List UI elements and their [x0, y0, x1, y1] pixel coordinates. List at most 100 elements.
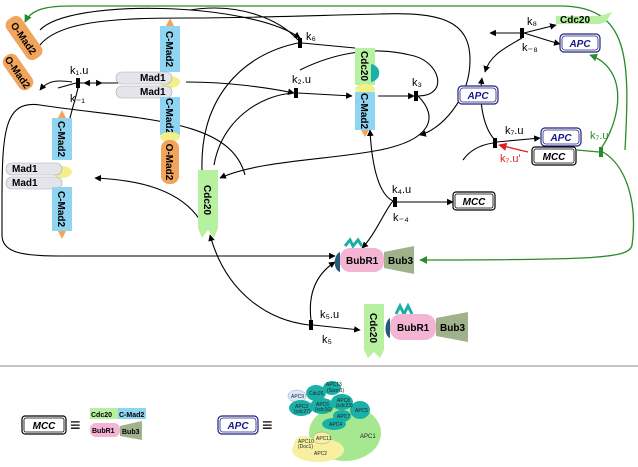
free-mcc-inner	[454, 193, 494, 209]
swm1-label: (Swm1)	[327, 388, 345, 394]
mcc-apc-apc-inner	[542, 129, 580, 145]
apc7-label: APC7	[337, 414, 350, 420]
rate-km8: k₋₈	[522, 42, 538, 54]
cmad2-top-tip	[58, 110, 66, 118]
mid-cmad2-bottom-label: C-Mad2	[163, 98, 174, 135]
node-k8	[520, 28, 524, 38]
apc1-label: APC1	[360, 434, 376, 440]
mid-cmad2-bottom-shape	[160, 97, 180, 135]
legend-mcc-bubr1: BubR1	[92, 428, 115, 435]
mid-omad2-label: O-Mad2	[163, 144, 174, 181]
rate-k2: k₂.u	[292, 74, 311, 86]
bub3-label: Bub3	[388, 256, 413, 267]
rate-k7-green: k₇.u'	[590, 130, 611, 142]
apc6-label: APC6	[316, 402, 329, 408]
omad2-shape-1	[5, 15, 43, 61]
legend-apc-box-outer	[217, 415, 259, 435]
apc8-shape	[331, 394, 353, 410]
cmad2-bottom-label: C-Mad2	[55, 191, 66, 228]
cdc20-cmad2-cdc20-shape	[355, 48, 375, 85]
mid-mad1-bar-1	[115, 71, 173, 85]
cdc20-cmad2-teal-cap	[371, 64, 380, 82]
rate-km4: k₋₄	[393, 212, 409, 224]
legend-mcc-cmad2-shape	[118, 408, 146, 419]
node-k1	[76, 78, 80, 88]
node-k2	[294, 88, 298, 98]
cdc20-apc-box-outer	[559, 33, 601, 53]
bub3-shape	[384, 246, 414, 274]
mcc-apc-mcc-inner	[533, 148, 575, 164]
cmad2-top-shape	[52, 118, 72, 160]
cdc26-label: Cdc26	[309, 391, 324, 397]
free-apc-box-outer	[457, 85, 499, 105]
bubr1-bub3-complex: BubR1 Bub3	[334, 237, 414, 274]
omad2-pair: O-Mad2 O-Mad2	[2, 15, 43, 91]
free-apc-box-inner	[459, 87, 497, 103]
free-cdc20-label: Cdc20	[201, 185, 212, 215]
legend-mcc-label: MCC	[33, 421, 57, 432]
apc8-label: APC8	[337, 398, 350, 404]
cdc20-apc-box-inner	[561, 35, 599, 51]
mad1-cmad2-omad2-complex: C-Mad2 Mad1 Mad1 C-Mad2 O-Mad2	[115, 18, 180, 184]
node-k7	[493, 138, 497, 148]
cdc26-shape	[306, 385, 326, 401]
legend-mcc-bubr1-shape	[90, 423, 120, 437]
mad1-label-1: Mad1	[12, 164, 38, 175]
cmad2-top-label: C-Mad2	[55, 121, 66, 158]
apc3-shape	[289, 400, 313, 416]
bubr1-teal-top	[343, 237, 364, 249]
rate-k1: k₁.u	[70, 65, 88, 77]
legend-mcc-box-inner	[23, 417, 65, 433]
mid-mad1-bar-2	[115, 85, 173, 99]
omad2-shape-2	[2, 53, 34, 91]
black-arrows	[1, 7, 561, 333]
rate-labels: k₁.u k₋₁ k₆ k₂.u k₃ k₄.u k₋₄ k₅.u k₅ k₈ …	[70, 16, 611, 346]
legend-mcc-cdc20-shape	[90, 408, 118, 419]
free-apc-label: APC	[466, 91, 489, 102]
doc1-label: (Doc1)	[298, 444, 313, 450]
bottom-bubr1-cap	[385, 318, 390, 338]
mad1-bar-2	[5, 176, 63, 190]
cdc20-cmad2-yellow	[355, 84, 375, 94]
rate-km5: k₅	[322, 334, 332, 346]
apc10-label: APC10	[298, 439, 314, 445]
cdc20-bubr1-bub3-complex: Cdc20 BubR1 Bub3	[364, 302, 468, 358]
rate-km1: k₋₁	[70, 93, 85, 105]
mid-cmad2-top-tip	[166, 18, 174, 26]
rate-k4: k₄.u	[392, 184, 411, 196]
apc13-label: APC13	[326, 382, 342, 388]
legend-mcc-box-outer	[21, 415, 67, 435]
legend-apc-label: APC	[226, 421, 249, 432]
rate-k3: k₃	[412, 77, 422, 89]
bottom-bubr1-teal	[394, 302, 414, 318]
rate-k7-red: k₇.u'	[500, 153, 521, 165]
legend-mcc-cdc20: Cdc20	[91, 412, 112, 419]
apc3-label: APC3	[295, 404, 308, 410]
cmad2-bottom-tip	[58, 231, 66, 239]
legend-apc-box-inner	[219, 417, 257, 433]
cdc20-apc-cdc20-label: Cdc20	[560, 15, 590, 26]
mid-mad1-label-2: Mad1	[140, 87, 166, 98]
node-k4	[393, 197, 397, 207]
apc11-label: APC11	[316, 436, 332, 442]
red-arrow-k7	[498, 142, 529, 153]
node-k5	[309, 320, 313, 330]
apc5-label: APC5	[355, 408, 368, 414]
node-k6	[298, 38, 302, 48]
cmad2-bottom-shape	[52, 187, 72, 231]
cdc20-cmad2-cmad2-shape	[355, 92, 375, 130]
apc11-shape	[312, 431, 332, 445]
apc13-shape	[323, 381, 341, 395]
mid-mad1-label-1: Mad1	[140, 73, 166, 84]
mcc-apc-mcc-label: MCC	[543, 152, 567, 163]
apc4-label: APC4	[329, 422, 342, 428]
bubr1-dark-cap	[334, 252, 340, 272]
bubr1-label: BubR1	[346, 256, 379, 267]
apc9-shape	[287, 389, 307, 403]
legend-apc-equals: ≡	[262, 415, 273, 435]
apc5-shape	[350, 401, 370, 419]
bubr1-shape	[340, 248, 384, 272]
mid-yellow-joint-2	[160, 132, 180, 142]
